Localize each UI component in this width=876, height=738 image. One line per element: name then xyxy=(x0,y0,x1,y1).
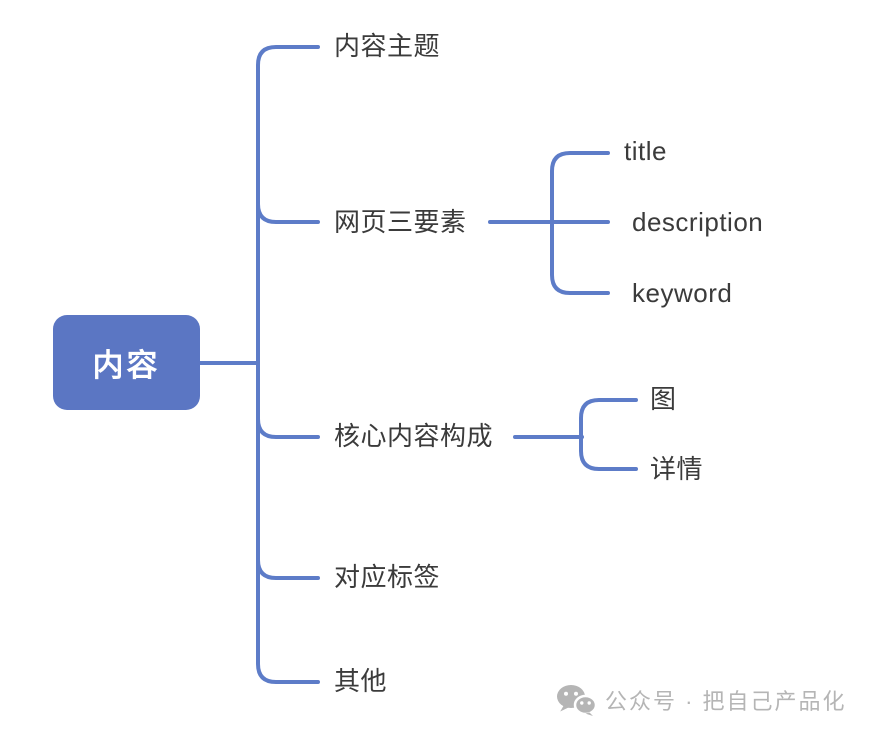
child-node-image[interactable]: 图 xyxy=(650,383,677,414)
wechat-icon xyxy=(557,685,596,716)
child-node-description[interactable]: description xyxy=(632,206,764,237)
branch-line-core-content xyxy=(256,417,320,439)
branch-node-core-content[interactable]: 核心内容构成 xyxy=(334,420,494,451)
watermark: 公众号 · 把自己产品化 xyxy=(556,684,847,716)
branch-node-other[interactable]: 其他 xyxy=(334,665,388,696)
core-content-subtrunk-line xyxy=(579,398,638,471)
web-elements-subtrunk-line xyxy=(550,151,610,295)
watermark-text: 公众号 · 把自己产品化 xyxy=(605,689,847,714)
branch-node-web-elements[interactable]: 网页三要素 xyxy=(334,206,467,237)
branch-line-web-elements xyxy=(256,202,320,224)
trunk-line xyxy=(256,45,320,684)
branch-line-tags xyxy=(256,558,320,580)
child-node-keyword[interactable]: keyword xyxy=(632,277,733,308)
child-node-title[interactable]: title xyxy=(624,135,667,166)
root-label: 内容 xyxy=(92,348,161,383)
branch-node-tags[interactable]: 对应标签 xyxy=(334,561,441,592)
branch-node-content-theme[interactable]: 内容主题 xyxy=(334,30,441,61)
root-node[interactable]: 内容 xyxy=(53,315,200,410)
child-node-detail[interactable]: 详情 xyxy=(650,453,704,484)
